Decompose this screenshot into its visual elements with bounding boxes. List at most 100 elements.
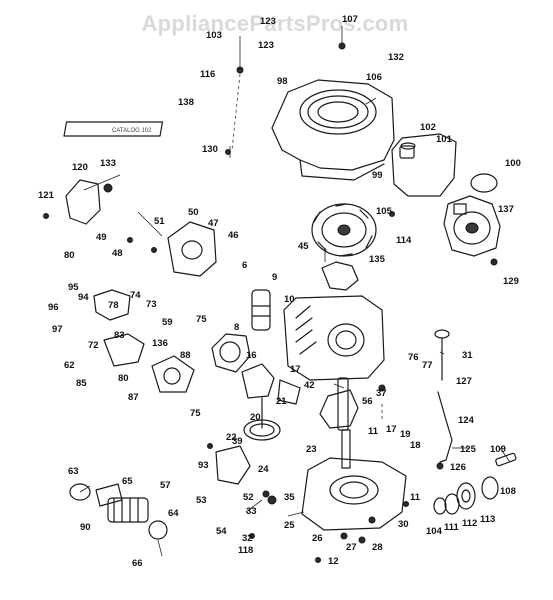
- part-label: 80: [64, 250, 75, 261]
- flywheel: [311, 203, 377, 257]
- part-label: 93: [198, 460, 209, 471]
- part-label: 11: [410, 492, 421, 503]
- part-label: 118: [238, 545, 253, 556]
- part-label: 94: [78, 292, 89, 303]
- part-label: 75: [196, 314, 207, 325]
- oil-pan-base: [301, 457, 407, 531]
- part-label: 31: [462, 350, 473, 361]
- part-label: 76: [408, 352, 419, 363]
- part-label: 24: [258, 464, 269, 475]
- dipstick-tube: [434, 329, 453, 463]
- part-label: 75: [190, 408, 201, 419]
- part-label: 125: [460, 444, 477, 455]
- part-label: 50: [188, 207, 199, 218]
- part-label: 116: [200, 69, 215, 80]
- part-label: 123: [260, 16, 276, 27]
- part-label: 48: [112, 248, 123, 259]
- gear-reduction: [215, 445, 251, 485]
- part-label: 107: [342, 14, 358, 25]
- blower-housing: [271, 79, 395, 181]
- part-label: 51: [154, 216, 165, 227]
- governor-linkage: [93, 289, 145, 367]
- part-label: 132: [388, 52, 404, 63]
- small-hardware: [43, 42, 498, 563]
- part-label: 57: [160, 480, 171, 491]
- part-label: 39: [232, 436, 243, 447]
- part-label: 87: [128, 392, 139, 403]
- part-label: 54: [216, 526, 227, 537]
- part-label: 27: [346, 542, 357, 553]
- part-label: 121: [38, 190, 55, 201]
- part-label: 26: [312, 533, 323, 544]
- part-label: 33: [246, 506, 257, 517]
- part-label: 25: [284, 520, 295, 531]
- part-label: 32: [242, 533, 253, 544]
- part-label: 99: [372, 170, 383, 181]
- part-label: 10: [284, 294, 295, 305]
- part-label: 101: [436, 134, 453, 145]
- part-label: 137: [498, 204, 514, 215]
- pto-clutch-parts: [433, 452, 517, 515]
- part-label: 85: [76, 378, 87, 389]
- part-label: 138: [178, 97, 194, 108]
- connecting-rod: [277, 379, 301, 405]
- part-label: 17: [290, 364, 301, 375]
- rewind-starter: [443, 195, 501, 257]
- gas-cap: [470, 173, 498, 193]
- part-label: 23: [306, 444, 317, 455]
- part-labels: 107 123 103 123 132 106 116 98 138 102 1…: [38, 14, 521, 569]
- part-label: 103: [206, 30, 222, 41]
- part-label: 106: [366, 72, 382, 83]
- part-label: 47: [208, 218, 219, 229]
- part-label: 37: [376, 388, 387, 399]
- part-label: 12: [328, 556, 339, 567]
- part-label: 53: [196, 495, 207, 506]
- muffler-parts: [151, 355, 195, 393]
- part-label: 136: [152, 338, 168, 349]
- part-label: 63: [68, 466, 79, 477]
- part-label: 127: [456, 376, 472, 387]
- part-label: 21: [276, 396, 287, 407]
- part-label: 130: [202, 144, 218, 155]
- part-label: 111: [444, 522, 460, 533]
- part-label: 135: [369, 254, 386, 265]
- part-label: 129: [503, 276, 519, 287]
- air-cleaner: [65, 179, 101, 225]
- part-label: 102: [420, 122, 436, 133]
- part-label: 78: [108, 300, 119, 311]
- gas-tank: [391, 133, 457, 197]
- part-label: 22: [226, 432, 237, 443]
- part-label: 112: [462, 518, 477, 529]
- part-label: 42: [304, 380, 315, 391]
- part-label: 96: [48, 302, 59, 313]
- part-label: 90: [80, 522, 91, 533]
- part-label: 30: [398, 519, 409, 530]
- part-label: 8: [234, 322, 239, 333]
- part-label: 105: [376, 206, 393, 217]
- carburetor: [167, 221, 217, 277]
- part-label: 64: [168, 508, 179, 519]
- part-label: 95: [68, 282, 79, 293]
- part-label: 16: [246, 350, 257, 361]
- leader-lines: [79, 26, 511, 557]
- part-label: 114: [396, 235, 412, 246]
- part-label: 19: [400, 429, 411, 440]
- part-label: 124: [458, 415, 475, 426]
- part-label: 66: [132, 558, 143, 569]
- piston-group: [241, 289, 275, 399]
- pto-shaft-assembly: [69, 483, 168, 540]
- part-label: 17: [386, 424, 397, 435]
- decal: CATALOG 102: [63, 121, 164, 137]
- part-label: 52: [243, 492, 254, 503]
- cylinder-head: [211, 333, 251, 373]
- part-label: 123: [258, 40, 274, 51]
- crankcase-block: [283, 295, 385, 381]
- part-label: 74: [130, 290, 141, 301]
- part-label: 56: [362, 396, 373, 407]
- decal-text: CATALOG 102: [112, 128, 152, 134]
- part-label: 80: [118, 373, 129, 384]
- part-label: 97: [52, 324, 63, 335]
- part-label: 113: [480, 514, 495, 525]
- part-label: 108: [500, 486, 516, 497]
